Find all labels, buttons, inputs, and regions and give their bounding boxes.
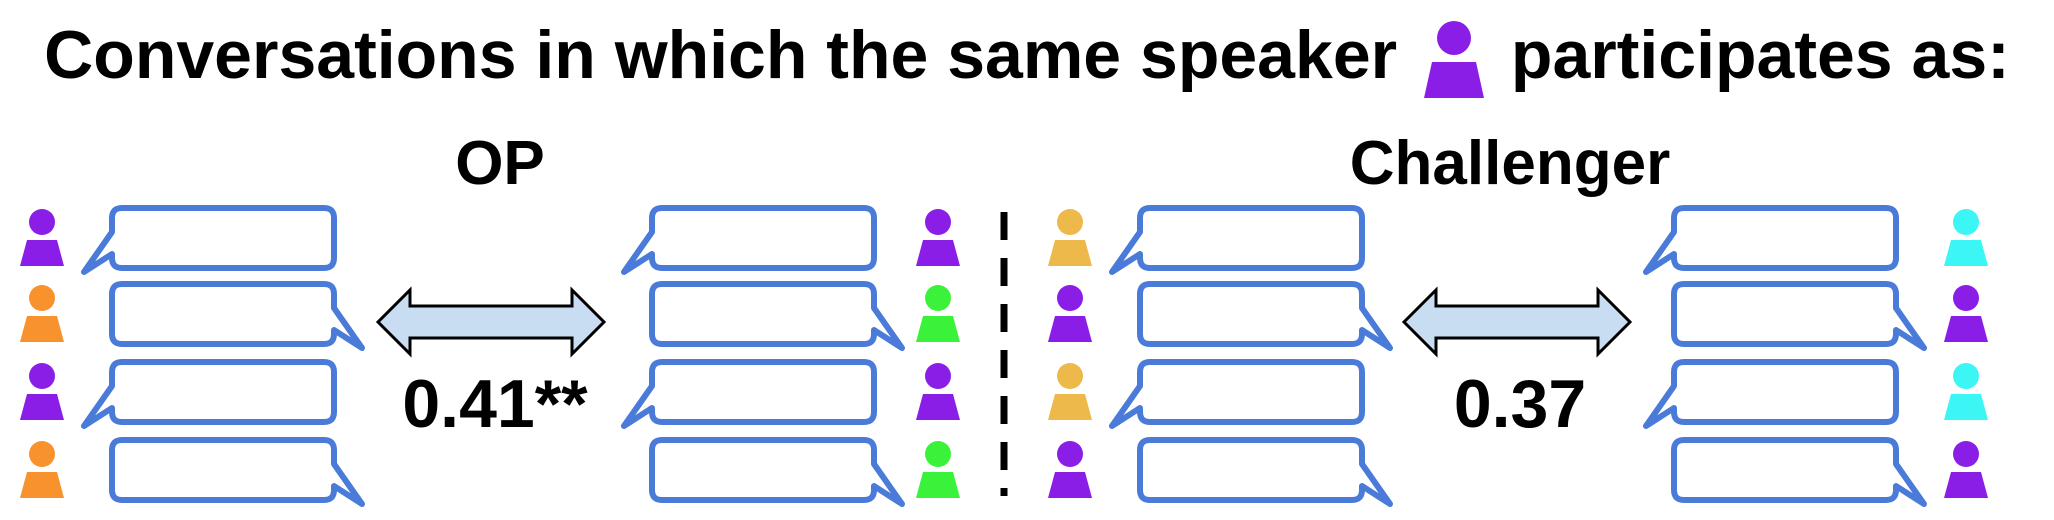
speech-bubble [1137,281,1393,351]
speaker-person-icon [1424,21,1485,99]
section-label-op: OP [455,129,545,198]
speaker-icon-purple [916,363,960,420]
section-label-challenger: Challenger [1349,129,1671,198]
speaker-icon-cyan [1944,209,1988,266]
conversation-3 [1048,205,1393,507]
conversation-4 [1643,205,1988,507]
speech-bubble [621,205,877,275]
speaker-icon-purple [1944,441,1988,498]
speaker-icon-purple [916,209,960,266]
title-text-after: participates as: [1510,17,2010,93]
speaker-icon-orange [20,285,64,342]
speech-bubble [1643,359,1899,429]
speech-bubble [1671,437,1927,507]
speaker-icon-green [916,441,960,498]
speech-bubble [649,437,905,507]
correlation-challenger: 0.37 [1453,366,1587,442]
speaker-icon-purple [1048,441,1092,498]
speech-bubble [1137,437,1393,507]
figure-title: Conversations in which the same speaker … [0,0,2054,110]
speech-bubble [109,281,365,351]
speaker-icon-orange [20,441,64,498]
speaker-icon-yellow [1048,363,1092,420]
speech-bubble [109,437,365,507]
speech-bubble [1671,281,1927,351]
speaker-icon-purple [1944,285,1988,342]
speech-bubble [621,359,877,429]
conversation-2 [621,205,960,507]
speech-bubble [1109,205,1365,275]
speaker-icon-purple [1048,285,1092,342]
speech-bubble [1109,359,1365,429]
double-arrow-op [375,286,607,358]
double-arrow-challenger [1401,286,1633,358]
speaker-icon-yellow [1048,209,1092,266]
speech-bubble [1643,205,1899,275]
speech-bubble [81,359,337,429]
conversation-1 [20,205,365,507]
speaker-icon-green [916,285,960,342]
title-text-before: Conversations in which the same speaker [44,17,1398,93]
speaker-icon-purple [20,209,64,266]
speaker-icon-cyan [1944,363,1988,420]
speech-bubble [649,281,905,351]
speech-bubble [81,205,337,275]
correlation-op: 0.41** [402,366,588,442]
speaker-icon-purple [20,363,64,420]
